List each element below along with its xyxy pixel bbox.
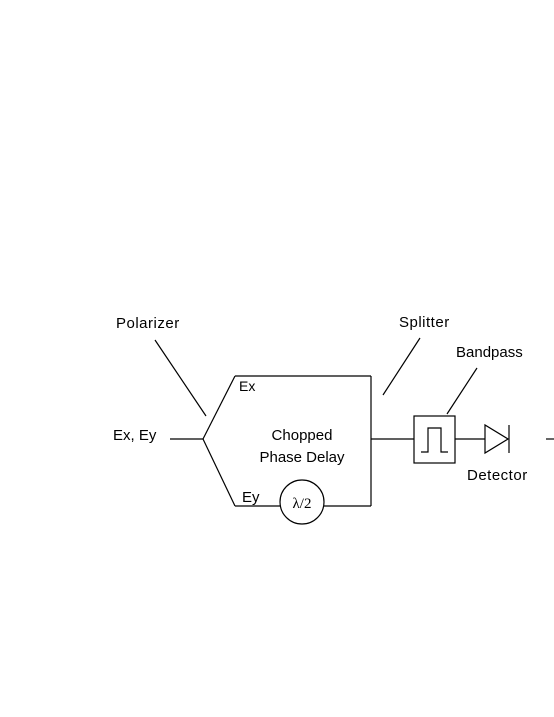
polarizer-label: Polarizer [116, 315, 180, 332]
detector-label: Detector [467, 467, 528, 484]
ey-label: Ey [242, 489, 260, 506]
bandpass-label: Bandpass [456, 344, 523, 361]
phase-delay-label: Phase Delay [259, 449, 345, 466]
splitter-label: Splitter [399, 314, 450, 331]
detector-diode-icon [484, 423, 510, 455]
polarizer-pointer [154, 339, 207, 417]
bandpass-pulse-icon [421, 427, 448, 453]
bandpass-filter [413, 415, 456, 464]
splitter-pointer [382, 337, 421, 396]
half-wave-label: λ/2 [293, 496, 312, 512]
bandpass-pointer [446, 367, 478, 415]
upper-arm-split [202, 375, 236, 440]
chopped-label: Chopped [272, 427, 333, 444]
half-wave-plate [279, 479, 325, 525]
ex-label: Ex [239, 378, 255, 394]
input-label: Ex, Ey [113, 427, 157, 444]
lower-arm-split [202, 438, 236, 507]
